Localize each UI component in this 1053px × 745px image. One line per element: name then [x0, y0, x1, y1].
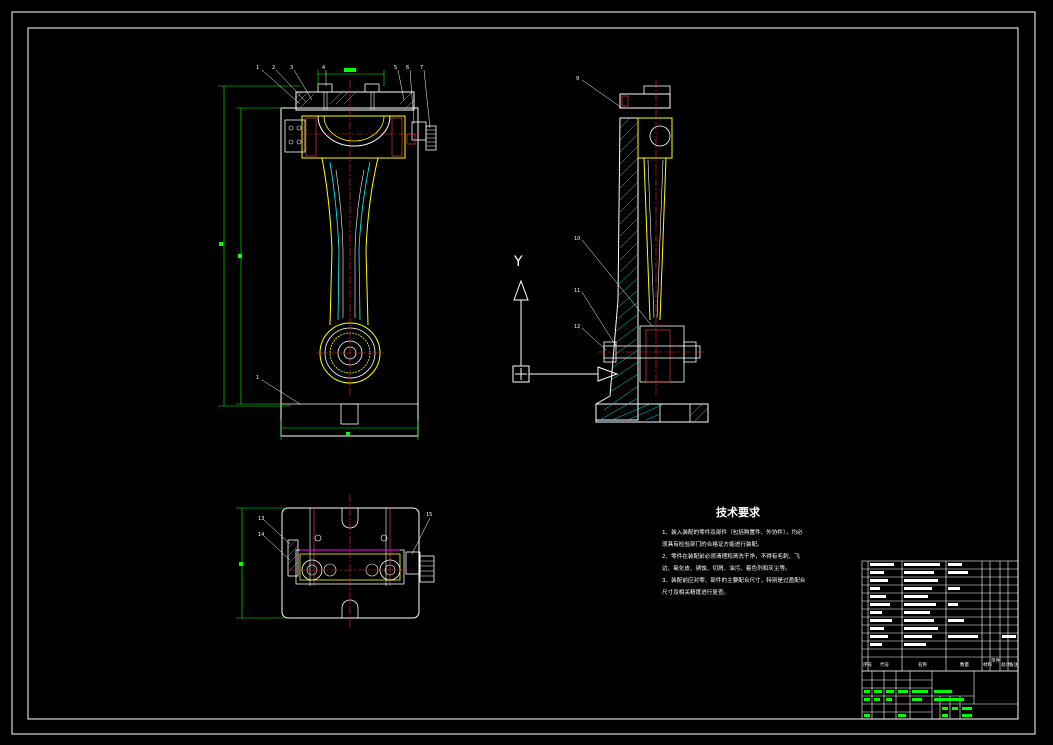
parts-header-unit: 单件	[991, 657, 1000, 664]
front-view	[218, 68, 437, 440]
balloon-1: 1	[256, 65, 259, 71]
front-leaders	[261, 69, 431, 405]
tech-req-line-6: 尺寸及相关精度进行复查。	[662, 588, 729, 596]
top-view-base	[281, 507, 420, 619]
tech-req-title: 技术要求	[716, 505, 761, 519]
balloon-12: 12	[574, 324, 580, 330]
tech-req-line-5: 3、装配前应对零、部件的主要配合尺寸，特别是过盈配合	[662, 576, 806, 584]
balloon-11: 11	[574, 288, 580, 294]
balloon-10: 10	[574, 236, 580, 242]
balloon-14: 14	[258, 532, 264, 538]
parts-header-code: 代号	[880, 661, 889, 668]
title-block	[861, 670, 1019, 720]
big-end-block	[301, 115, 406, 159]
parts-header-qty: 数量	[960, 661, 969, 668]
technical-requirements: 技术要求 1、装入装配的零件及部件（包括购置件、外协件），均必 须具有检验部门的…	[662, 505, 806, 596]
front-balloons: 1 2 3 4 5 6 7 1	[256, 65, 423, 381]
balloon-3: 3	[290, 65, 293, 71]
side-balloons: 9 10 11 12	[574, 76, 580, 330]
balloon-15: 15	[426, 512, 432, 518]
fixture-upright	[595, 117, 639, 421]
tech-req-line-4: 边、氧化皮、锈蚀、切屑、油污、着色剂和灰尘等。	[662, 564, 791, 572]
ucs-axis-label-y: Y	[513, 254, 523, 270]
parts-list-header: 序号 代号 名称 数量 材料 单件 总计 备注	[863, 657, 1018, 668]
balloon-13: 13	[258, 516, 264, 522]
balloon-4: 4	[322, 65, 325, 71]
parts-header-name: 名称	[918, 661, 927, 668]
upright-hatch	[599, 117, 709, 423]
balloon-6: 6	[406, 65, 409, 71]
front-centerlines	[300, 80, 420, 395]
tech-req-line-1: 1、装入装配的零件及部件（包括购置件、外协件），均必	[662, 528, 803, 536]
parts-list-entries	[870, 563, 1016, 646]
parts-header-no: 序号	[863, 661, 872, 668]
top-balloons: 13 14 15	[258, 512, 432, 538]
parts-header-material: 材料	[983, 661, 992, 668]
title-block-entries	[864, 690, 972, 717]
balloon-9: 9	[576, 76, 579, 82]
tech-req-line-3: 2、零件在装配前必须清理和清洗干净，不得有毛刺、飞	[662, 552, 800, 560]
balloon-base: 1	[256, 375, 259, 381]
balloon-5: 5	[394, 65, 397, 71]
balloon-2: 2	[272, 65, 275, 71]
sheet-frame	[11, 11, 1036, 735]
balloon-7: 7	[420, 65, 423, 71]
parts-header-remark: 备注	[1009, 661, 1018, 668]
parts-list	[861, 560, 1019, 672]
parts-header-total: 总计	[1001, 661, 1010, 668]
side-view	[581, 79, 709, 423]
ucs-icon	[512, 279, 619, 383]
top-view	[236, 494, 435, 628]
top-clamp-block	[295, 91, 415, 111]
tech-req-line-2: 须具有检验部门的合格证方能进行装配。	[662, 540, 763, 548]
rod-shank-outline	[321, 157, 379, 326]
